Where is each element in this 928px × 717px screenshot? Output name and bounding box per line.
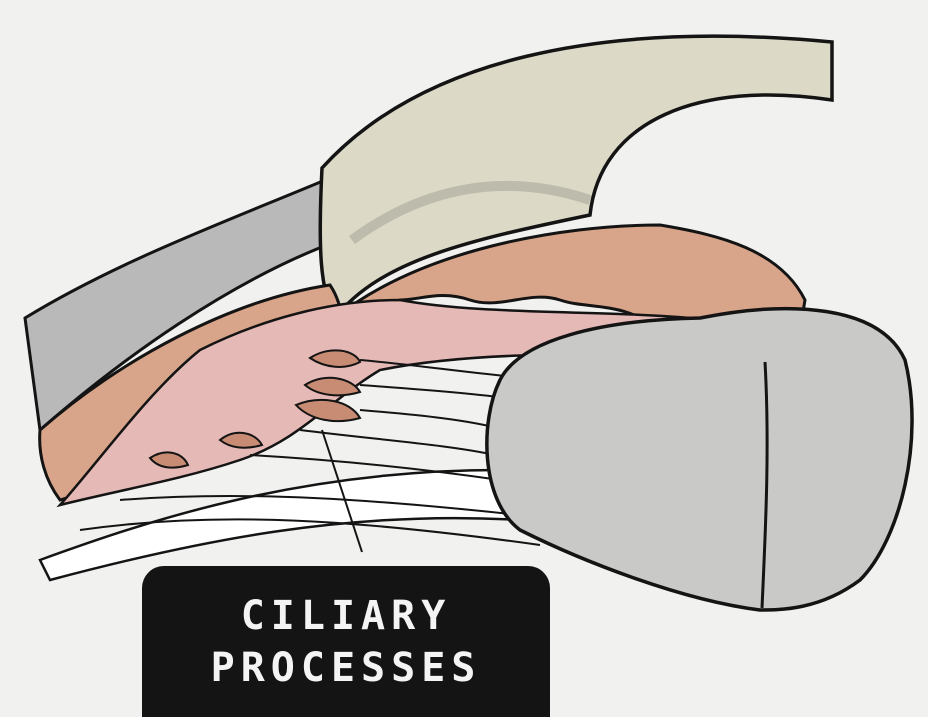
lens [487,309,912,610]
label-line-2: PROCESSES [211,642,482,694]
label-line-1: CILIARY [241,590,452,642]
ciliary-processes-label: CILIARY PROCESSES [142,566,550,717]
